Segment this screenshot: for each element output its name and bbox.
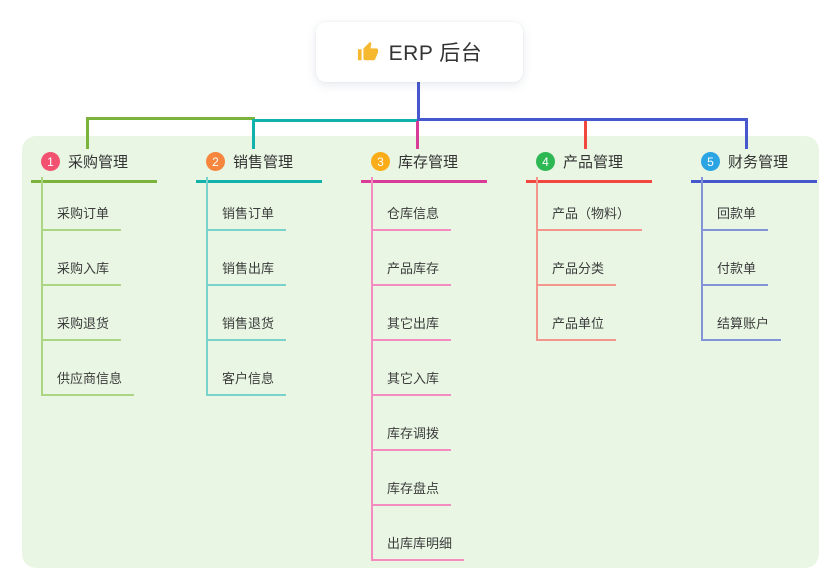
node-label: 仓库信息 (387, 206, 440, 221)
connector-h-branch-2 (252, 119, 419, 122)
mindmap-node[interactable]: 回款单 (701, 203, 769, 231)
node-label: 回款单 (717, 206, 757, 221)
connector-drop-branch-3 (416, 121, 419, 149)
branch-trunk-line (206, 177, 208, 396)
mindmap-node[interactable]: 库存盘点 (371, 478, 452, 506)
node-label: 销售退货 (222, 316, 275, 331)
mindmap-node[interactable]: 销售订单 (206, 203, 287, 231)
branch-trunk-line (371, 177, 373, 561)
connector-drop-branch-1 (86, 117, 89, 149)
node-label: 销售订单 (222, 206, 275, 221)
mindmap-node[interactable]: 采购订单 (41, 203, 122, 231)
node-label: 库存盘点 (387, 481, 440, 496)
branch-number-badge: 2 (206, 152, 225, 171)
node-label: 结算账户 (717, 316, 770, 331)
branch-title: 库存管理 (398, 154, 459, 171)
mindmap-node[interactable]: 产品（物料） (536, 203, 643, 231)
mindmap-node[interactable]: 采购入库 (41, 258, 122, 286)
node-label: 客户信息 (222, 371, 275, 386)
branch-number-badge: 3 (371, 152, 390, 171)
connector-h-branch-1 (86, 117, 255, 120)
branch-node-5[interactable]: 5 财务管理 (691, 149, 817, 183)
mindmap-node[interactable]: 产品单位 (536, 313, 617, 341)
mindmap-node[interactable]: 产品分类 (536, 258, 617, 286)
node-label: 付款单 (717, 261, 757, 276)
root-node[interactable]: ERP 后台 (316, 22, 523, 82)
node-label: 产品库存 (387, 261, 440, 276)
branch-node-2[interactable]: 2 销售管理 (196, 149, 322, 183)
mindmap-node[interactable]: 销售退货 (206, 313, 287, 341)
mindmap-node[interactable]: 其它入库 (371, 368, 452, 396)
mindmap-node[interactable]: 付款单 (701, 258, 769, 286)
node-label: 库存调拨 (387, 426, 440, 441)
mindmap-node[interactable]: 库存调拨 (371, 423, 452, 451)
branch-number-badge: 5 (701, 152, 720, 171)
node-label: 销售出库 (222, 261, 275, 276)
mindmap-node[interactable]: 销售出库 (206, 258, 287, 286)
node-label: 产品单位 (552, 316, 605, 331)
branch-node-1[interactable]: 1 采购管理 (31, 149, 157, 183)
connector-drop-branch-4 (584, 121, 587, 149)
node-label: 采购入库 (57, 261, 110, 276)
mindmap-node[interactable]: 供应商信息 (41, 368, 135, 396)
branch-node-3[interactable]: 3 库存管理 (361, 149, 487, 183)
mindmap-node[interactable]: 出库库明细 (371, 533, 465, 561)
branch-title: 采购管理 (68, 154, 129, 171)
node-label: 采购退货 (57, 316, 110, 331)
node-label: 产品（物料） (552, 206, 631, 221)
branch-trunk-line (41, 177, 43, 396)
branch-trunk-line (536, 177, 538, 341)
connector-drop-branch-5 (745, 118, 748, 149)
node-label: 采购订单 (57, 206, 110, 221)
connector-h-branch-5 (417, 118, 748, 121)
node-label: 其它出库 (387, 316, 440, 331)
branch-trunk-line (701, 177, 703, 341)
branches-panel (22, 136, 819, 568)
branch-number-badge: 1 (41, 152, 60, 171)
mindmap-node[interactable]: 仓库信息 (371, 203, 452, 231)
node-label: 供应商信息 (57, 371, 123, 386)
root-connector-line (417, 82, 420, 121)
branch-title: 财务管理 (728, 154, 789, 171)
node-label: 产品分类 (552, 261, 605, 276)
root-label: ERP 后台 (388, 42, 483, 65)
node-label: 其它入库 (387, 371, 440, 386)
mindmap-node[interactable]: 结算账户 (701, 313, 782, 341)
mindmap-node[interactable]: 产品库存 (371, 258, 452, 286)
thumbs-up-icon (357, 41, 379, 63)
node-label: 出库库明细 (387, 536, 453, 551)
branch-title: 销售管理 (233, 154, 294, 171)
mindmap-node[interactable]: 其它出库 (371, 313, 452, 341)
branch-title: 产品管理 (563, 154, 624, 171)
mindmap-node[interactable]: 客户信息 (206, 368, 287, 396)
mindmap-node[interactable]: 采购退货 (41, 313, 122, 341)
connector-drop-branch-2 (252, 119, 255, 149)
branch-node-4[interactable]: 4 产品管理 (526, 149, 652, 183)
branch-number-badge: 4 (536, 152, 555, 171)
